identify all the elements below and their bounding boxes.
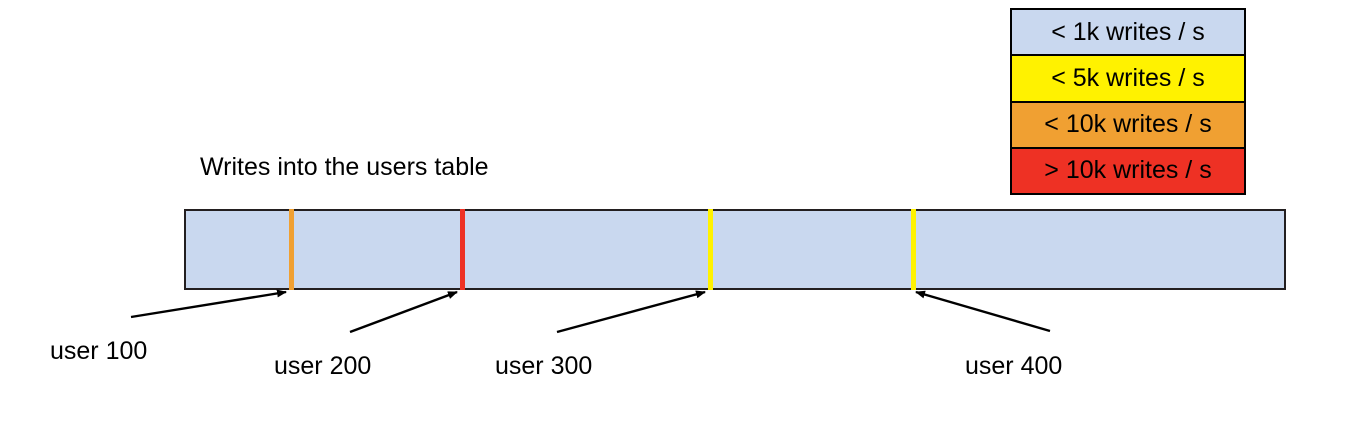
callout-label-user-300: user 300 [495, 352, 593, 380]
callout-arrow-user-300 [556, 290, 706, 334]
callout-arrow-user-400 [915, 290, 1051, 333]
marker-user-100 [289, 209, 294, 290]
legend-item-label: < 5k writes / s [1051, 63, 1205, 92]
marker-user-400 [911, 209, 916, 290]
callout-arrow-user-200 [349, 290, 458, 334]
callout-arrow-user-100 [130, 289, 287, 319]
legend-item-label: < 10k writes / s [1044, 110, 1212, 139]
callout-label-user-400: user 400 [965, 352, 1063, 380]
legend-item-label: < 1k writes / s [1051, 17, 1205, 46]
callout-label-user-100: user 100 [50, 337, 148, 365]
legend-item-over-10k: > 10k writes / s [1012, 148, 1244, 193]
legend: < 1k writes / s < 5k writes / s < 10k wr… [1010, 8, 1246, 195]
legend-item-under-1k: < 1k writes / s [1012, 10, 1244, 57]
legend-item-label: > 10k writes / s [1044, 156, 1212, 185]
callout-label-user-200: user 200 [274, 352, 372, 380]
chart-title: Writes into the users table [200, 153, 489, 181]
marker-user-200 [460, 209, 465, 290]
marker-user-300 [708, 209, 713, 290]
users-table-bar [184, 209, 1286, 290]
legend-item-under-5k: < 5k writes / s [1012, 56, 1244, 103]
legend-item-under-10k: < 10k writes / s [1012, 102, 1244, 149]
